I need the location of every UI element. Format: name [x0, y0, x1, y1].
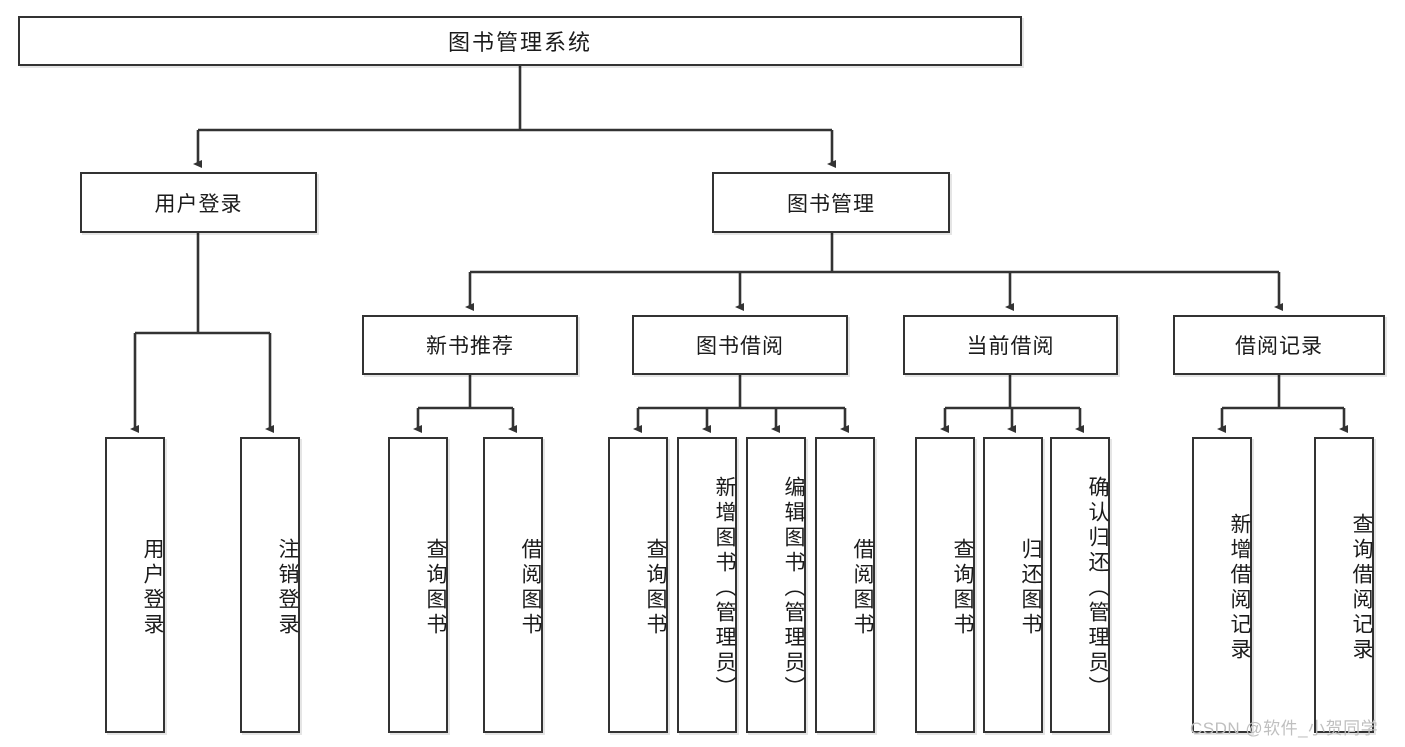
node-label: 图书借阅 — [696, 335, 784, 358]
node-label: 借阅图书 — [851, 538, 874, 638]
node-label: 查询借阅记录 — [1350, 513, 1373, 663]
leaf-current-return-book[interactable]: 归还图书 — [983, 437, 1043, 733]
node-borrow-record[interactable]: 借阅记录 — [1173, 315, 1385, 375]
node-label: 注销登录 — [276, 538, 299, 638]
node-label: 新增借阅记录 — [1228, 513, 1251, 663]
node-label: 查询图书 — [644, 538, 667, 638]
leaf-borrow-borrow-book[interactable]: 借阅图书 — [815, 437, 875, 733]
leaf-borrow-edit-book[interactable]: 编辑图书（管理员） — [746, 437, 806, 733]
leaf-recommend-query-book[interactable]: 查询图书 — [388, 437, 448, 733]
leaf-borrow-query-book[interactable]: 查询图书 — [608, 437, 668, 733]
leaf-user-login-logout[interactable]: 注销登录 — [240, 437, 300, 733]
leaf-current-query-book[interactable]: 查询图书 — [915, 437, 975, 733]
leaf-user-login-login[interactable]: 用户登录 — [105, 437, 165, 733]
node-new-book-recommend[interactable]: 新书推荐 — [362, 315, 578, 375]
node-label: 借阅记录 — [1235, 335, 1323, 358]
leaf-current-confirm-return[interactable]: 确认归还（管理员） — [1050, 437, 1110, 733]
node-label: 确认归还（管理员） — [1086, 475, 1109, 701]
node-label: 查询图书 — [424, 538, 447, 638]
node-label: 编辑图书（管理员） — [782, 475, 805, 701]
leaf-borrow-add-book[interactable]: 新增图书（管理员） — [677, 437, 737, 733]
leaf-record-query-record[interactable]: 查询借阅记录 — [1314, 437, 1374, 733]
node-label: 图书管理 — [787, 192, 875, 216]
node-label: 用户登录 — [141, 538, 164, 638]
node-label: 用户登录 — [154, 192, 243, 216]
node-root-system[interactable]: 图书管理系统 — [18, 16, 1022, 66]
node-label: 借阅图书 — [519, 538, 542, 638]
node-book-borrow[interactable]: 图书借阅 — [632, 315, 848, 375]
node-user-login[interactable]: 用户登录 — [80, 172, 317, 233]
node-label: 归还图书 — [1019, 538, 1042, 638]
node-book-management[interactable]: 图书管理 — [712, 172, 950, 233]
leaf-recommend-borrow-book[interactable]: 借阅图书 — [483, 437, 543, 733]
leaf-record-add-record[interactable]: 新增借阅记录 — [1192, 437, 1252, 733]
node-label: 图书管理系统 — [447, 30, 592, 55]
node-label: 新增图书（管理员） — [713, 475, 736, 701]
node-label: 查询图书 — [951, 538, 974, 638]
node-label: 新书推荐 — [426, 335, 514, 358]
node-current-borrow[interactable]: 当前借阅 — [903, 315, 1118, 375]
csdn-watermark: CSDN @软件_小贺同学 — [1190, 719, 1379, 738]
node-label: 当前借阅 — [966, 335, 1055, 358]
